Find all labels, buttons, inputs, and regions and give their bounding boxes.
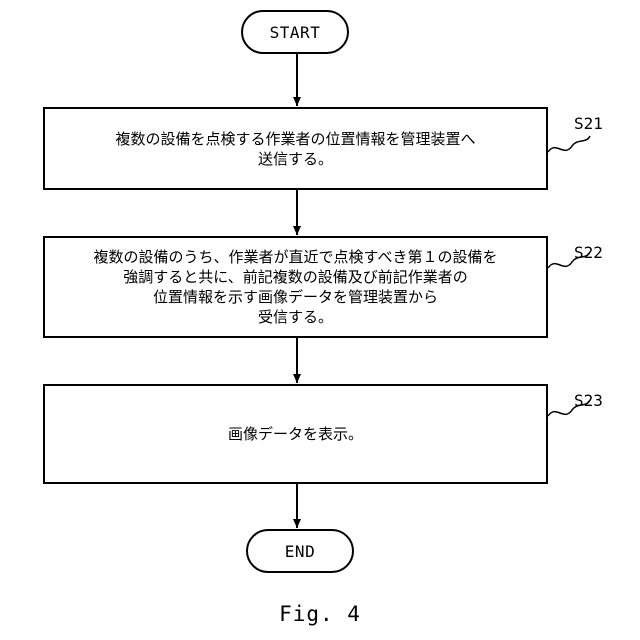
step-s22-line-3: 位置情報を示す画像データを管理装置から [153, 287, 438, 307]
step-s23-line-1: 画像データを表示。 [228, 424, 363, 444]
step-s23-ref: S23 [574, 391, 603, 410]
step-s21-box: 複数の設備を点検する作業者の位置情報を管理装置へ 送信する。 [43, 107, 548, 190]
step-s21-line-2: 送信する。 [258, 149, 333, 169]
end-label: END [285, 542, 315, 561]
step-s23-box: 画像データを表示。 [43, 384, 548, 484]
end-terminal: END [246, 529, 354, 573]
step-s22-box: 複数の設備のうち、作業者が直近で点検すべき第１の設備を 強調すると共に、前記複数… [43, 236, 548, 338]
step-s21-ref: S21 [574, 114, 603, 133]
step-s22-line-1: 複数の設備のうち、作業者が直近で点検すべき第１の設備を [94, 247, 498, 267]
leader-line-s21 [548, 136, 590, 152]
figure-caption: Fig. 4 [0, 602, 640, 626]
start-terminal: START [241, 10, 349, 54]
step-s21-line-1: 複数の設備を点検する作業者の位置情報を管理装置へ [115, 129, 475, 149]
step-s22-line-2: 強調すると共に、前記複数の設備及び前記作業者の [123, 267, 468, 287]
step-s22-line-4: 受信する。 [258, 307, 333, 327]
step-s22-ref: S22 [574, 243, 603, 262]
start-label: START [270, 23, 321, 42]
